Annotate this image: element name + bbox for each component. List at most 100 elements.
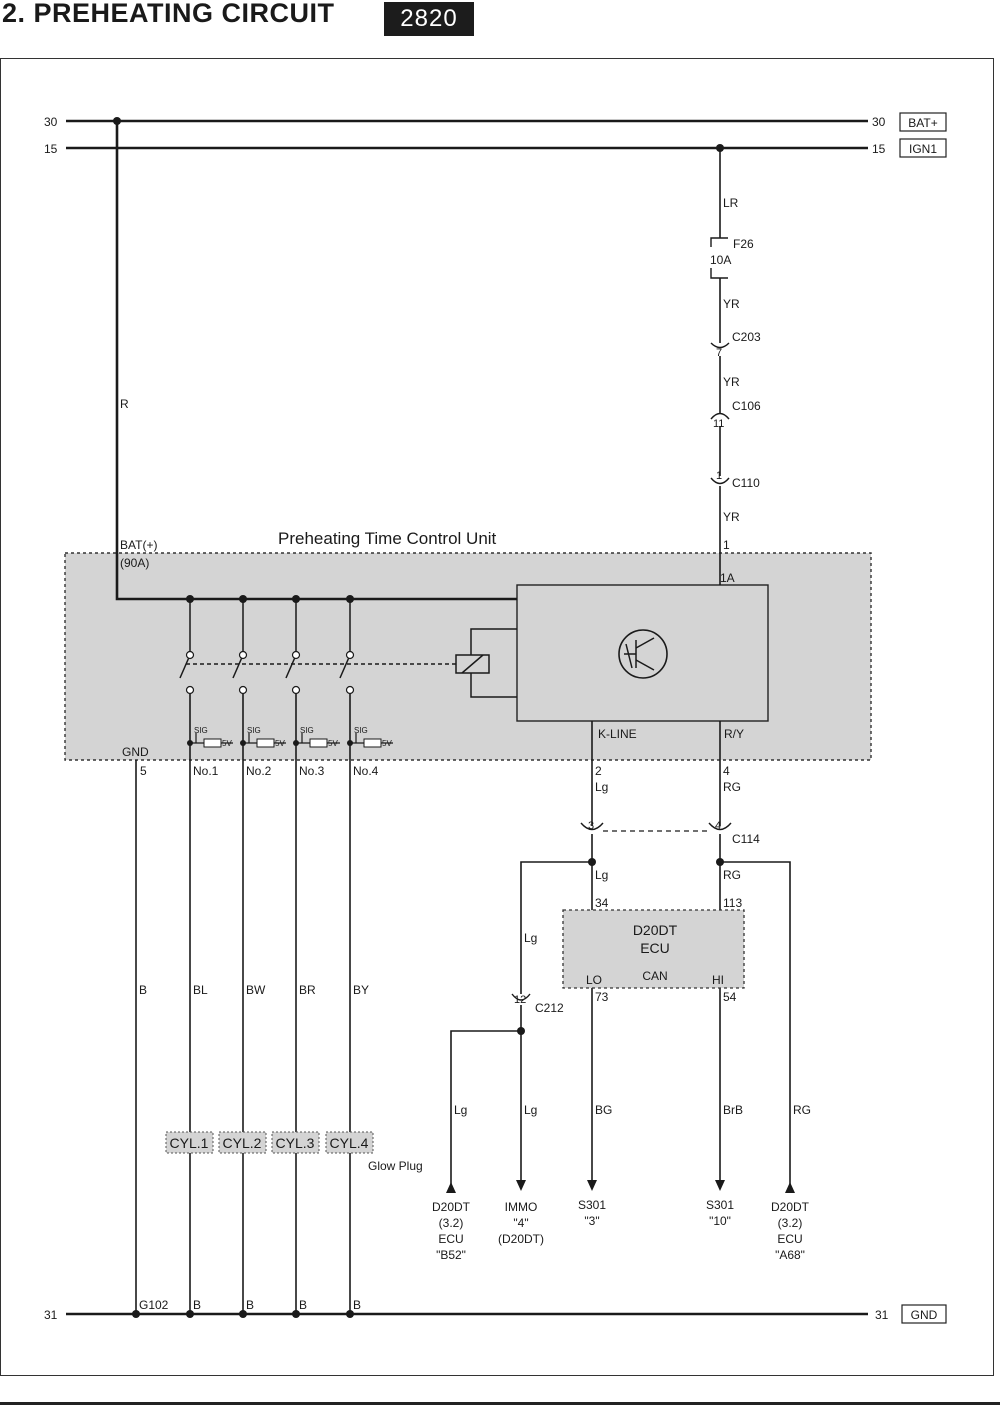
relay-coil-wire-bottom — [470, 673, 517, 698]
output-label-2: No.2 — [246, 764, 272, 778]
ecu-pin-113: 113 — [723, 896, 742, 910]
ecu-lo-label: LO — [586, 973, 602, 987]
bat-feed-wire — [115, 121, 517, 601]
dest-b52-line-1: D20DT — [432, 1200, 471, 1214]
sig-label-2: SIG — [247, 726, 261, 735]
ground-wire-label-1: B — [193, 1298, 201, 1312]
connector-c114-b — [708, 822, 732, 831]
relay-contact-3-blade — [285, 654, 297, 679]
dest-s301-10-line-1: S301 — [706, 1198, 734, 1212]
glow-plug-3 — [271, 1131, 320, 1154]
ground-node-2 — [239, 1310, 247, 1318]
diagram-code-badge: 2820 — [384, 2, 474, 36]
ign-terminal-label: IGN1 — [909, 142, 937, 156]
dest-a68-line-2: (3.2) — [778, 1216, 803, 1230]
ecu-pin-54: 54 — [723, 990, 737, 1004]
dest-a68-line-1: D20DT — [771, 1200, 810, 1214]
dest-a68-line-4: "A68" — [775, 1248, 805, 1262]
sig-resistor-4 — [363, 738, 382, 748]
relay-terminal-2-bottom — [238, 685, 248, 695]
ground-node-1 — [186, 1310, 194, 1318]
connector-c110 — [710, 477, 730, 485]
relay-node-2 — [239, 595, 247, 603]
fuse-f26-top — [710, 237, 728, 247]
glow-plug-label-4: CYL.4 — [330, 1135, 369, 1151]
ecu-can-label: CAN — [642, 969, 667, 983]
wire-label-lg-1: Lg — [595, 780, 608, 794]
relay-contact-2-blade — [232, 654, 244, 679]
wire-label-bw: BW — [246, 983, 266, 997]
ecu-pin-34: 34 — [595, 896, 609, 910]
connector-c212 — [511, 993, 531, 1001]
dest-immo-line-3: (D20DT) — [498, 1232, 544, 1246]
dest-b52-line-3: ECU — [438, 1232, 463, 1246]
ground-node-3 — [292, 1310, 300, 1318]
wire-label-brb: BrB — [723, 1103, 743, 1117]
connector-c114-pin-a: 3 — [588, 820, 594, 832]
v5-label-2: 5V — [275, 739, 285, 748]
v5-label-4: 5V — [382, 739, 392, 748]
gnd-terminal-label: GND — [911, 1308, 938, 1322]
wire-label-by: BY — [353, 983, 369, 997]
transistor-emitter — [635, 659, 655, 671]
ign-rail-left-label: 15 — [44, 142, 58, 156]
sig-label-3: SIG — [300, 726, 314, 735]
dest-b52-line-4: "B52" — [436, 1248, 466, 1262]
relay-coil-mark — [461, 654, 484, 674]
ecu-pin-73: 73 — [595, 990, 609, 1004]
relay-terminal-3-top — [291, 650, 301, 660]
ign-rail-right-label: 15 — [872, 142, 886, 156]
dest-s301-10-line-2: "10" — [709, 1214, 731, 1228]
relay-terminal-2-top — [238, 650, 248, 660]
b52-wire — [450, 1030, 521, 1187]
sig-resistor-2 — [256, 738, 275, 748]
dest-b52-line-2: (3.2) — [439, 1216, 464, 1230]
wire-label-br: BR — [299, 983, 316, 997]
relay-node-4 — [346, 595, 354, 603]
glow-plug-label-1: CYL.1 — [170, 1135, 209, 1151]
wire-label-yr-3: YR — [723, 510, 740, 524]
wire-label-bl: BL — [193, 983, 208, 997]
control-unit-pin-1: 1 — [723, 538, 730, 552]
relay-terminal-1-top — [185, 650, 195, 660]
connector-c110-label: C110 — [732, 476, 760, 490]
ecu-hi-label: HI — [712, 973, 724, 987]
ry-pin: 4 — [723, 764, 730, 778]
k-line-pin: 2 — [595, 764, 602, 778]
ground-node-g102 — [132, 1310, 140, 1318]
bat-terminal-label: BAT+ — [908, 116, 937, 130]
connector-c203 — [710, 342, 730, 349]
wire-label-b: B — [139, 983, 147, 997]
bat-splice — [113, 117, 121, 125]
connector-c106-pin: 11 — [713, 418, 724, 430]
sig-node-1 — [187, 740, 193, 746]
fuse-rating: 10A — [710, 253, 731, 267]
gnd-pin-label: GND — [122, 745, 149, 759]
ign-terminal-box — [899, 138, 947, 158]
wire-label-r: R — [120, 397, 129, 411]
relay-terminal-3-bottom — [291, 685, 301, 695]
ground-point-label: G102 — [139, 1298, 169, 1312]
ecu-name-2: ECU — [640, 940, 670, 956]
connector-c203-label: C203 — [732, 330, 761, 344]
dest-s301-3-line-2: "3" — [584, 1214, 599, 1228]
glow-plug-label-3: CYL.3 — [276, 1135, 315, 1151]
connector-c114-label: C114 — [732, 832, 760, 846]
diagram-frame — [0, 58, 994, 1376]
ign-splice — [716, 144, 724, 152]
k-line-label: K-LINE — [598, 727, 637, 741]
sig-node-4 — [347, 740, 353, 746]
connector-c110-pin: 1 — [716, 470, 722, 482]
glow-plug-4 — [325, 1131, 374, 1154]
transistor-arrow — [625, 643, 633, 669]
connector-c212-pin: 12 — [514, 994, 526, 1006]
ecu-name-1: D20DT — [633, 922, 678, 938]
sig-resistor-3 — [309, 738, 328, 748]
gnd-rail-left-label: 31 — [44, 1308, 58, 1322]
glow-plug-1 — [165, 1131, 214, 1154]
dest-immo-line-2: "4" — [513, 1216, 528, 1230]
glow-plug-2 — [218, 1131, 267, 1154]
bat-rail-left-label: 30 — [44, 115, 58, 129]
arrow-up-a68-icon — [785, 1182, 795, 1193]
dest-immo-line-1: IMMO — [505, 1200, 538, 1214]
